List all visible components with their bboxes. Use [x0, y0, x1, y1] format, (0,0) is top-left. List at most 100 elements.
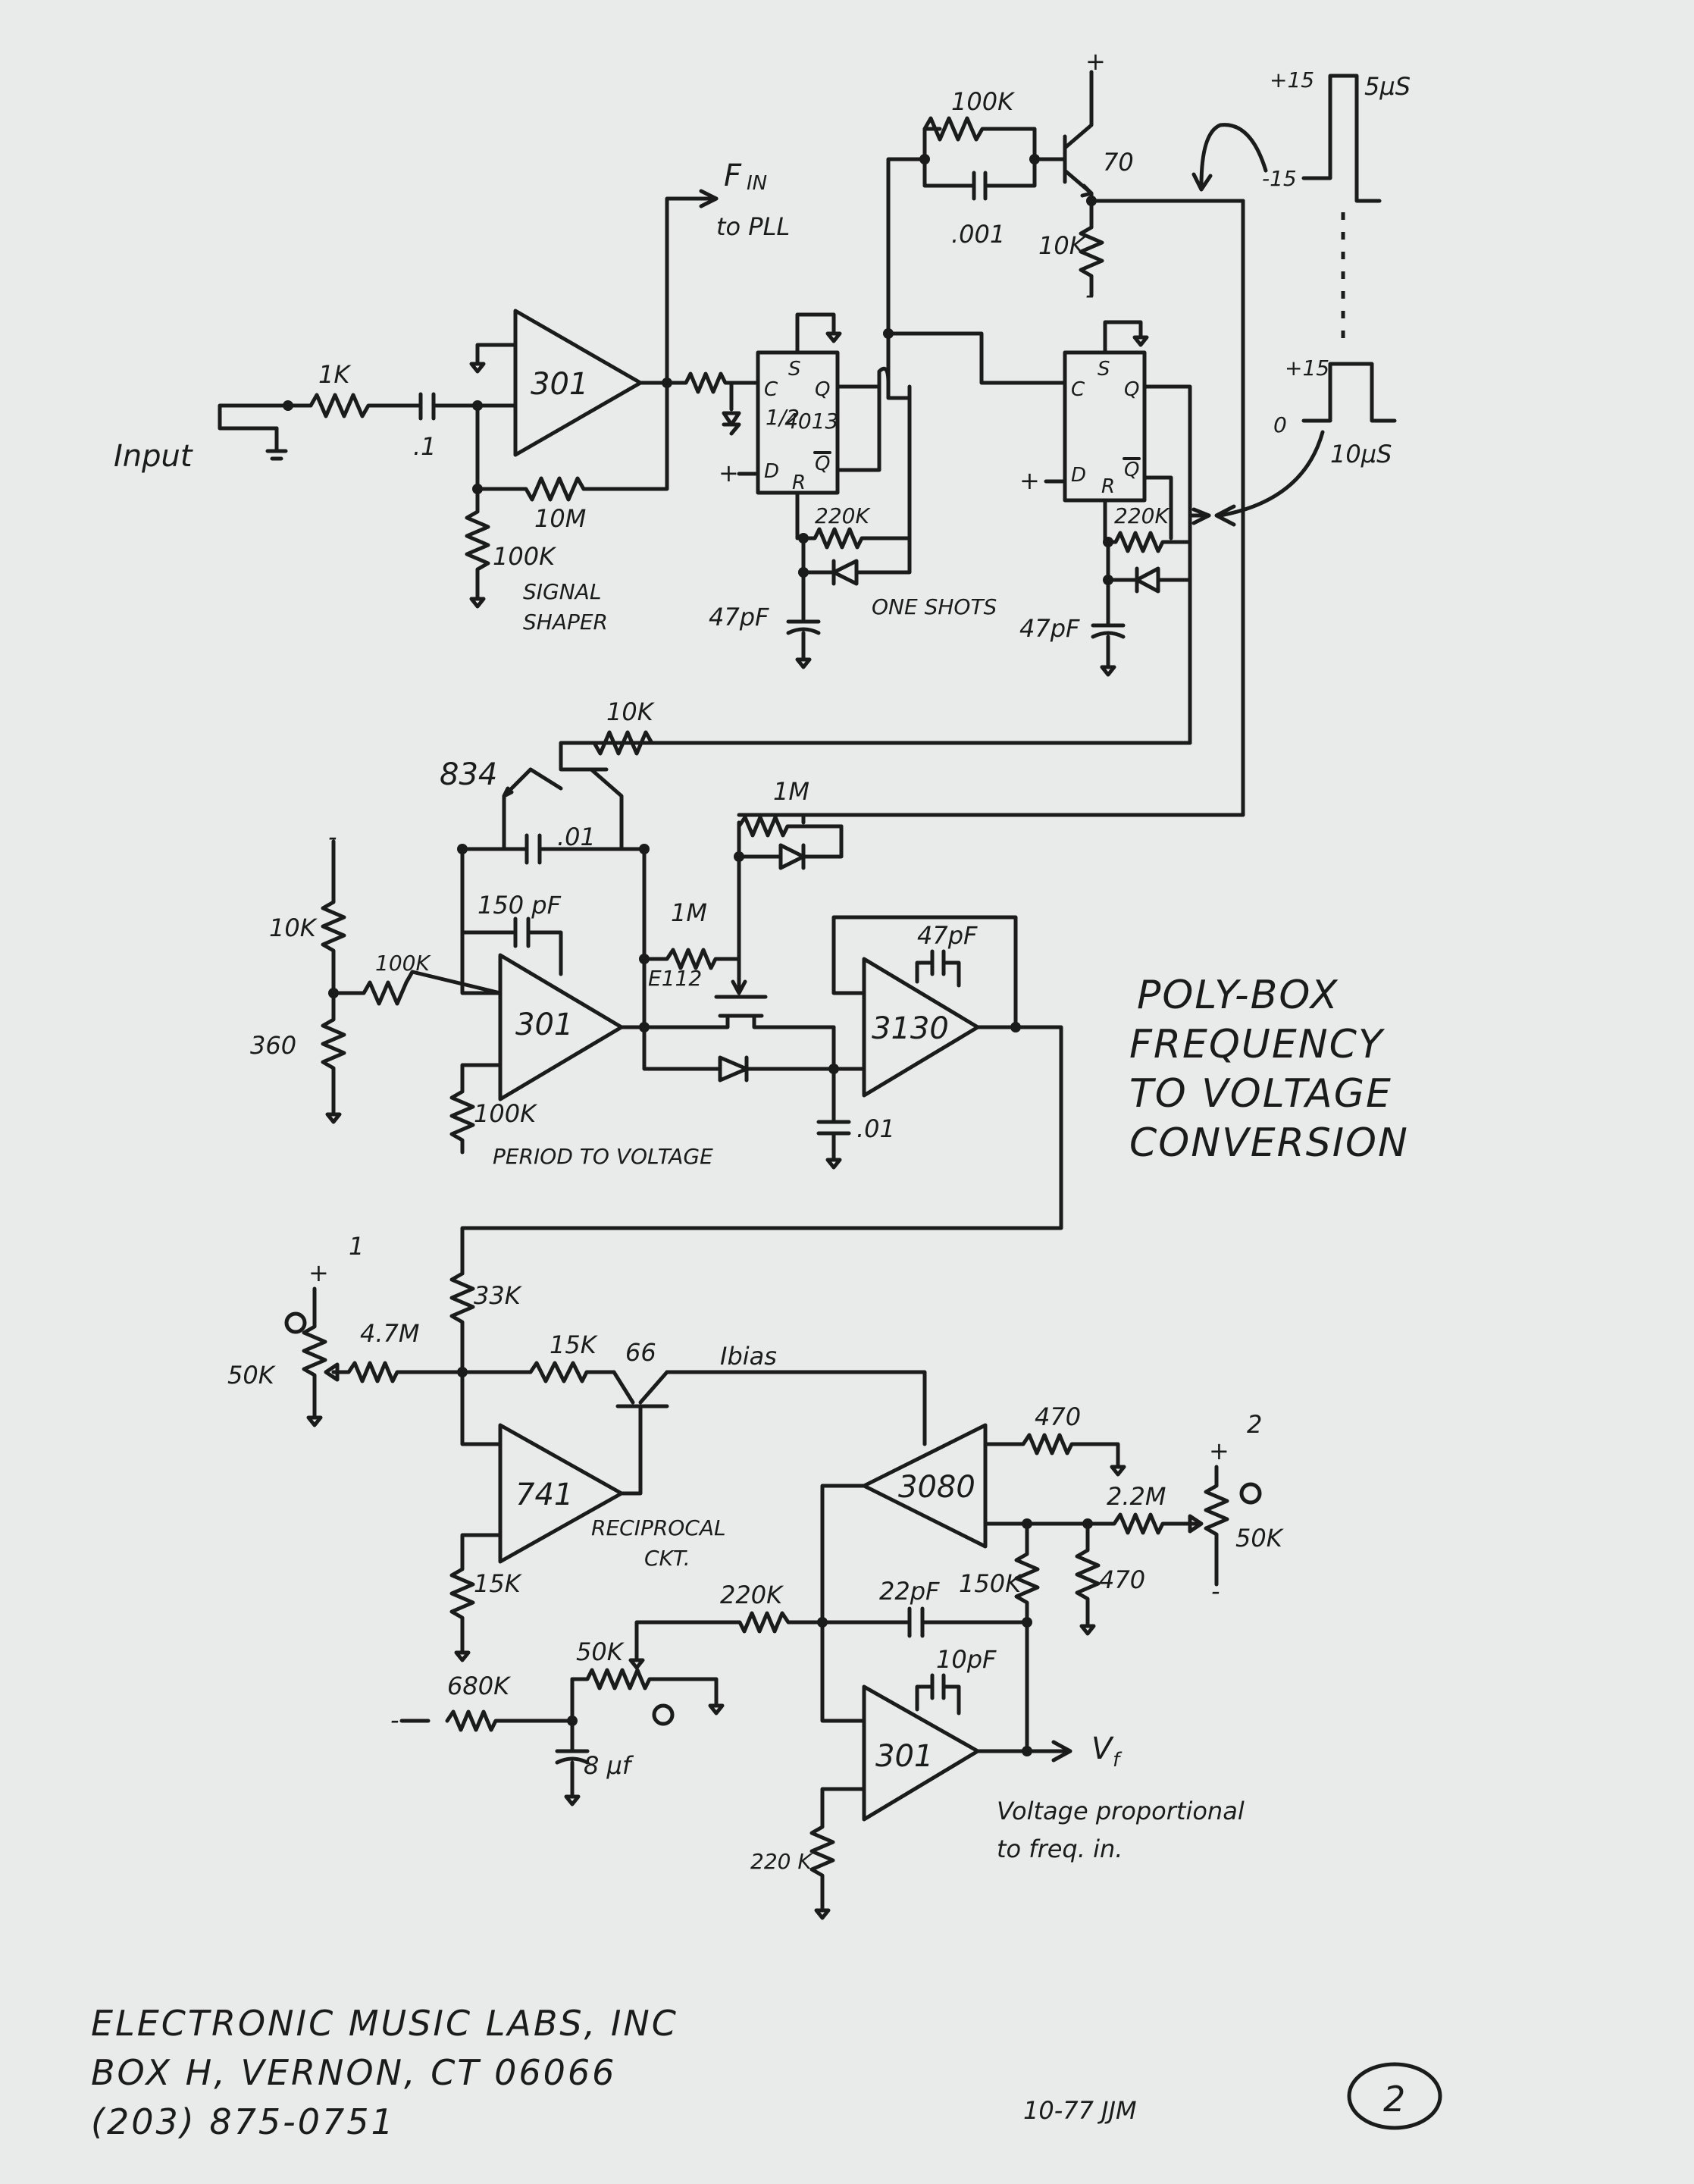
title-line-2: FREQUENCY: [1129, 1022, 1386, 1067]
label-47pf-os2: 47pF: [1019, 614, 1080, 643]
resistor-10m: [475, 476, 586, 502]
label-8uf: 8 µf: [584, 1751, 634, 1780]
label-reciprocal: RECIPROCAL: [591, 1515, 726, 1540]
resistor-10k-div: [321, 839, 346, 995]
title-line-3: TO VOLTAGE: [1129, 1071, 1392, 1117]
220k-fb-wiper: [628, 1658, 645, 1670]
ff1-qbar-wire: [835, 384, 881, 472]
680k-minus: -: [390, 1706, 399, 1734]
label-10k-base: 10K: [606, 697, 656, 726]
8uf-ground: [564, 1794, 581, 1806]
fin-label: F: [724, 158, 742, 193]
resistor-100k-shaper: [465, 487, 490, 601]
footer-company: ELECTRONIC MUSIC LABS, INC: [91, 2003, 678, 2044]
label-period-to-voltage: PERIOD TO VOLTAGE: [493, 1144, 713, 1169]
t70-out-wire: [1089, 199, 1245, 275]
label-c-001: .001: [951, 220, 1005, 249]
opamp-301-out: [862, 1684, 980, 1822]
15k-ground: [454, 1650, 471, 1662]
footer-address: BOX H, VERNON, CT 06066: [91, 2052, 616, 2093]
input-ground-symbol: [265, 426, 288, 461]
pot2-wiper: [1188, 1514, 1204, 1534]
ff1-q-crossover: [877, 366, 912, 400]
ff1-pin-r: R: [792, 472, 806, 494]
fet-gate-arrow: [731, 979, 747, 995]
resistor-680k: [399, 1709, 575, 1732]
to-pll-label: to PLL: [716, 212, 790, 241]
label-one-shots: ONE SHOTS: [872, 594, 997, 619]
3130-out-node: [1010, 1022, 1021, 1032]
diode-os2: [1106, 540, 1192, 594]
label-100k-gnd: 100K: [474, 1099, 538, 1128]
label-50k-2: 50K: [1235, 1524, 1285, 1553]
waveform-bottom-arrow: [1218, 430, 1325, 518]
out-in-wire: [820, 1684, 866, 1723]
ff1-pin-d: D: [764, 460, 779, 483]
ff1-pin-qbar: Q: [815, 453, 830, 475]
resistor-100k-gnd: [449, 1063, 503, 1155]
ff1-d-plus: +: [719, 459, 739, 487]
label-10m: 10M: [534, 504, 586, 533]
ff1-pin-c: C: [764, 378, 778, 401]
label-c-01-period: .01: [557, 823, 596, 851]
resistor-1k: [308, 393, 423, 418]
input-node: [283, 400, 293, 411]
output-desc-1: Voltage proportional: [997, 1797, 1245, 1825]
wave-top-minus: -15: [1262, 166, 1297, 191]
741-out-wire: [619, 1465, 643, 1496]
capacitor-47pf-3130: [915, 949, 961, 988]
label-50k-3: 50K: [576, 1637, 625, 1666]
label-150k: 150K: [959, 1569, 1023, 1598]
label-360: 360: [250, 1031, 296, 1060]
waveform-top-arrow: [1199, 123, 1268, 188]
pot1-wiper: [324, 1362, 340, 1382]
ff2-set-wire: [1103, 320, 1143, 355]
pot1-ground: [306, 1415, 323, 1427]
capacitor-10pf: [915, 1673, 961, 1716]
ff2-pin-c: C: [1071, 378, 1085, 401]
pot2-adjust-icon: [1239, 1482, 1262, 1505]
opamp-301-shaper: [513, 309, 643, 457]
transistor-834: [528, 767, 624, 851]
pot3-adjust-icon: [652, 1703, 675, 1726]
shaper-ground: [469, 597, 486, 609]
waveform-bottom-arrowhead: [1214, 504, 1236, 527]
resistor-1m-fet: [642, 948, 741, 970]
capacitor-01-input: [418, 392, 436, 421]
label-680k: 680K: [447, 1672, 512, 1700]
741-in-wire: [460, 1370, 503, 1446]
22pf-node: [1022, 1617, 1032, 1628]
pot2-minus: -: [1211, 1577, 1220, 1606]
pot-50k-1: [302, 1286, 327, 1420]
opamp-ref-ground: [469, 362, 486, 374]
period-in-wire: [460, 930, 503, 995]
vf-arrow: [1051, 1740, 1072, 1763]
ff2-d-plus: +: [1019, 466, 1040, 495]
pot3-ground: [708, 1703, 725, 1716]
label-220k-fb: 220K: [720, 1581, 784, 1609]
ota-3080: [862, 1423, 988, 1549]
label-1k: 1K: [318, 360, 352, 389]
capacitor-01-period: [460, 833, 647, 865]
label-shaper: SHAPER: [523, 609, 608, 635]
t70-supply-minus: -: [1085, 280, 1094, 309]
pot-50k-2: [1204, 1465, 1229, 1587]
waveforms: +15 -15 5µS +15 0 10µS: [1191, 67, 1411, 527]
ff1-to-top: [886, 157, 927, 336]
output-desc-2: to freq. in.: [997, 1835, 1123, 1863]
label-10k-div: 10K: [269, 913, 318, 942]
label-150pf: 150 pF: [478, 891, 562, 920]
fin-arrow: [699, 189, 719, 208]
opamp-301-out-label: 301: [875, 1739, 933, 1774]
label-1m-fet: 1M: [671, 898, 707, 927]
title-line-1: POLY-BOX: [1137, 973, 1339, 1018]
resistor-100k-in: [331, 970, 503, 1006]
label-22pf: 22pF: [879, 1577, 940, 1606]
resistor-470-b: [1075, 1521, 1101, 1628]
ff1-pin-q: Q: [815, 378, 830, 401]
opamp-301-period-label: 301: [515, 1007, 573, 1042]
label-15k-in: 15K: [550, 1330, 599, 1359]
ff2-pin-s: S: [1097, 358, 1110, 381]
3130-out-wire: [460, 1025, 1063, 1276]
